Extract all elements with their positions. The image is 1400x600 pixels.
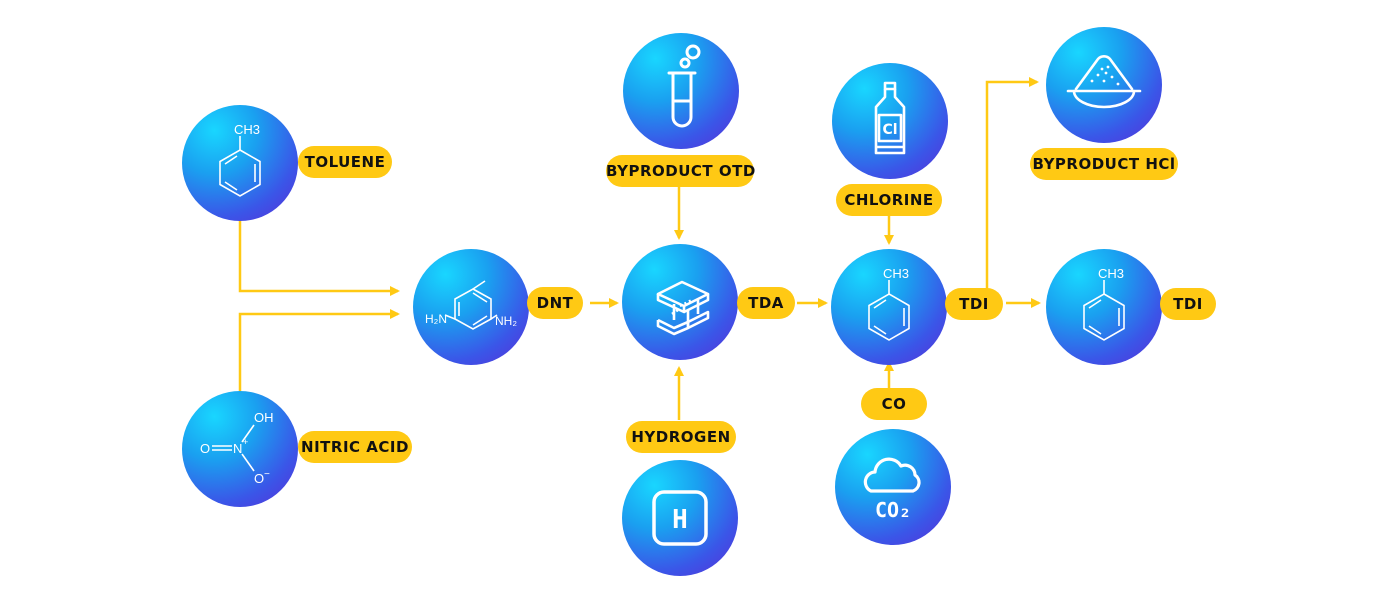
byproduct-otd-node bbox=[623, 33, 739, 149]
test-tube-icon bbox=[667, 44, 701, 128]
tdi-center-node: CH3 bbox=[831, 249, 947, 365]
toluene-molecule-icon: CH3 bbox=[219, 122, 261, 197]
byproduct-hcl-node bbox=[1046, 27, 1162, 143]
tdi-final-formula: CH3 bbox=[1098, 266, 1124, 281]
nitric-acid-node: O N + OH O − bbox=[182, 391, 298, 507]
nitric-acid-o-minus: O bbox=[254, 471, 264, 486]
chlorine-symbol: Cl bbox=[882, 122, 897, 138]
byproduct-hcl-label: BYPRODUCT HCl bbox=[1030, 148, 1178, 180]
steel-beam-icon bbox=[656, 280, 710, 336]
toluene-label: TOLUENE bbox=[298, 146, 392, 178]
dnt-nh2-left: H₂N bbox=[425, 312, 447, 326]
toluene-molecule-icon: CH3 bbox=[868, 266, 910, 341]
toluene-molecule-icon: CH3 bbox=[1083, 266, 1125, 341]
nitric-acid-oh: OH bbox=[254, 410, 274, 425]
diaminotoluene-molecule-icon: H₂N NH₂ bbox=[425, 280, 517, 330]
hydrogen-symbol: H bbox=[672, 505, 688, 535]
nitric-acid-minus: − bbox=[264, 469, 270, 480]
tdi-final-node: CH3 bbox=[1046, 249, 1162, 365]
dnt-nh2-right: NH₂ bbox=[495, 314, 517, 328]
tda-node bbox=[622, 244, 738, 360]
toluene-formula: CH3 bbox=[234, 122, 260, 137]
byproduct-otd-label: BYPRODUCT OTD bbox=[606, 155, 755, 187]
co2-cloud-icon: CO₂ bbox=[863, 457, 921, 522]
nitric-acid-n: N bbox=[233, 441, 242, 456]
tdi-center-label: TDI bbox=[945, 288, 1003, 320]
chlorine-node: Cl bbox=[832, 63, 948, 179]
hydrogen-label: HYDROGEN bbox=[626, 421, 736, 453]
nitric-acid-plus: + bbox=[243, 437, 248, 447]
tda-label: TDA bbox=[737, 287, 795, 319]
dnt-node: H₂N NH₂ bbox=[413, 249, 529, 365]
chlorine-bottle-icon: Cl bbox=[874, 81, 906, 155]
tdi-center-formula: CH3 bbox=[883, 266, 909, 281]
co2-cloud-text: CO₂ bbox=[875, 498, 911, 522]
chlorine-label: CHLORINE bbox=[836, 184, 942, 216]
co-node: CO₂ bbox=[835, 429, 951, 545]
tdi-final-label: TDI bbox=[1160, 288, 1216, 320]
co-label: CO bbox=[861, 388, 927, 420]
arrow-toluene-to-dnt bbox=[238, 216, 400, 296]
arrow-nitric-acid-to-dnt bbox=[238, 309, 400, 393]
nitric-acid-o-left: O bbox=[200, 441, 210, 456]
arrow-tdi-to-hcl bbox=[985, 77, 1039, 290]
nitric-acid-molecule-icon: O N + OH O − bbox=[200, 410, 274, 486]
hydrogen-box-icon: H bbox=[652, 490, 708, 546]
dnt-label: DNT bbox=[527, 287, 583, 319]
nitric-acid-label: NITRIC ACID bbox=[298, 431, 412, 463]
toluene-node: CH3 bbox=[182, 105, 298, 221]
hydrogen-node: H bbox=[622, 460, 738, 576]
salt-bowl-icon bbox=[1066, 55, 1142, 109]
